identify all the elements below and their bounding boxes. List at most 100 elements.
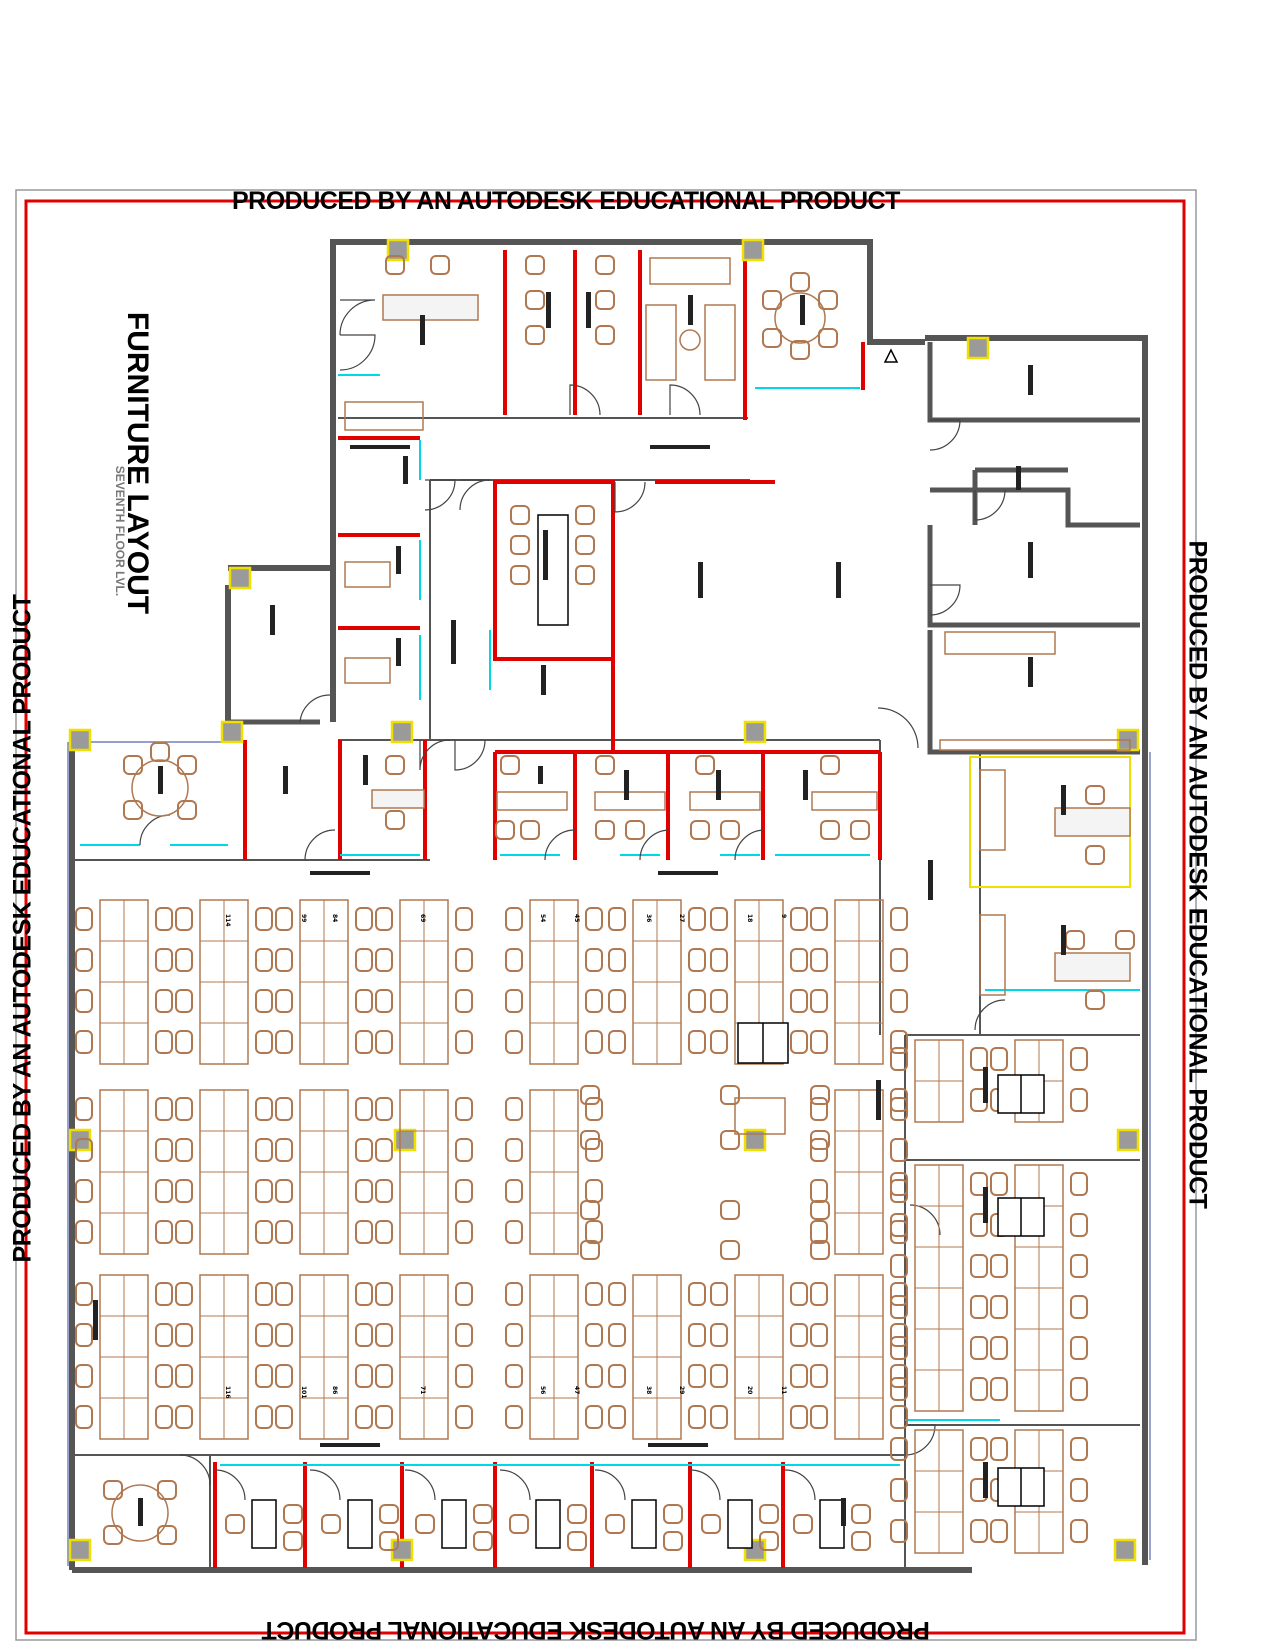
office-furniture (111, 257, 1131, 1542)
chair (1070, 1088, 1088, 1112)
chair (505, 1097, 523, 1121)
chair (580, 1200, 600, 1220)
workstation-number: 69 (419, 914, 426, 922)
chair (275, 1282, 293, 1306)
chair (970, 1254, 988, 1278)
chair (990, 1519, 1008, 1543)
chair (255, 1405, 273, 1429)
chair (608, 989, 626, 1013)
workstation-cluster (890, 1429, 988, 1554)
chair (608, 907, 626, 931)
watermark-right: PRODUCED BY AN AUTODESK EDUCATIONAL PROD… (1183, 540, 1212, 1209)
chair (455, 1030, 473, 1054)
workstation-number: 101 (300, 1386, 307, 1399)
chair (385, 255, 405, 275)
room-tag (624, 770, 629, 800)
chair (255, 1220, 273, 1244)
chair (790, 1323, 808, 1347)
chair (970, 1295, 988, 1319)
chair (155, 907, 173, 931)
chairs (103, 255, 1135, 1545)
workstation-cluster (710, 899, 808, 1065)
chair (580, 1240, 600, 1260)
chair (810, 1097, 828, 1121)
chair (175, 1364, 193, 1388)
chair (663, 1504, 683, 1524)
workstation-number: 38 (645, 1386, 652, 1394)
chair (455, 1179, 473, 1203)
chair (810, 1130, 830, 1150)
column (68, 1538, 92, 1562)
corridor-tag (350, 445, 410, 449)
workstation-cluster (505, 1274, 603, 1440)
chair (1085, 785, 1105, 805)
chair (851, 1531, 871, 1551)
workstation-cluster (505, 1089, 603, 1255)
workstation-number: 11 (780, 1386, 787, 1394)
chair (455, 1364, 473, 1388)
watermark-bottom: PRODUCED BY AN AUTODESK EDUCATIONAL PROD… (262, 1616, 930, 1644)
chair (175, 1097, 193, 1121)
chair (970, 1213, 988, 1237)
chair (970, 1519, 988, 1543)
chair (255, 1364, 273, 1388)
room-tag (876, 1080, 881, 1120)
chair (710, 1405, 728, 1429)
chair (355, 1138, 373, 1162)
column (743, 720, 767, 744)
chair (688, 948, 706, 972)
room-tag (546, 292, 551, 328)
chair (990, 1336, 1008, 1360)
chair (810, 989, 828, 1013)
column (228, 566, 252, 590)
room-tag (451, 620, 456, 664)
room-tag (403, 456, 408, 484)
cabin-desk (631, 1499, 657, 1549)
chair (710, 948, 728, 972)
chair (595, 290, 615, 310)
room-tag (270, 605, 275, 635)
room-tag (803, 770, 808, 800)
workstation-number: 54 (539, 914, 546, 922)
chair (155, 989, 173, 1013)
chair (890, 1254, 908, 1278)
chair (505, 989, 523, 1013)
chair (275, 1179, 293, 1203)
chair (810, 948, 828, 972)
watermark-left: PRODUCED BY AN AUTODESK EDUCATIONAL PROD… (8, 594, 37, 1263)
workstation-cluster (75, 1274, 173, 1440)
chair (321, 1514, 341, 1534)
room-tag (928, 860, 933, 900)
room-tag (1061, 785, 1066, 815)
chair (701, 1514, 721, 1534)
room-tag (586, 292, 591, 328)
chair (255, 1097, 273, 1121)
chair (1070, 1047, 1088, 1071)
bottom-cabins (225, 1499, 871, 1551)
column (1116, 1128, 1140, 1152)
chair (890, 1138, 908, 1162)
chair (455, 1323, 473, 1347)
chair (608, 1282, 626, 1306)
workstation-cluster (608, 899, 706, 1065)
chair (375, 907, 393, 931)
chair (175, 1030, 193, 1054)
chair (500, 755, 520, 775)
workstations (75, 899, 1088, 1554)
column (741, 238, 765, 262)
chair (355, 1405, 373, 1429)
chair (790, 907, 808, 931)
chair (820, 755, 840, 775)
chair (585, 907, 603, 931)
chair (75, 1097, 93, 1121)
chair (850, 820, 870, 840)
column (390, 720, 414, 744)
chair (759, 1531, 779, 1551)
workstation-cluster (375, 899, 473, 1065)
workstation-number: 86 (331, 1386, 338, 1394)
chair (608, 1030, 626, 1054)
room-tag (800, 295, 805, 325)
corridor-tag (310, 871, 370, 875)
chair (177, 800, 197, 820)
chair (75, 1323, 93, 1347)
